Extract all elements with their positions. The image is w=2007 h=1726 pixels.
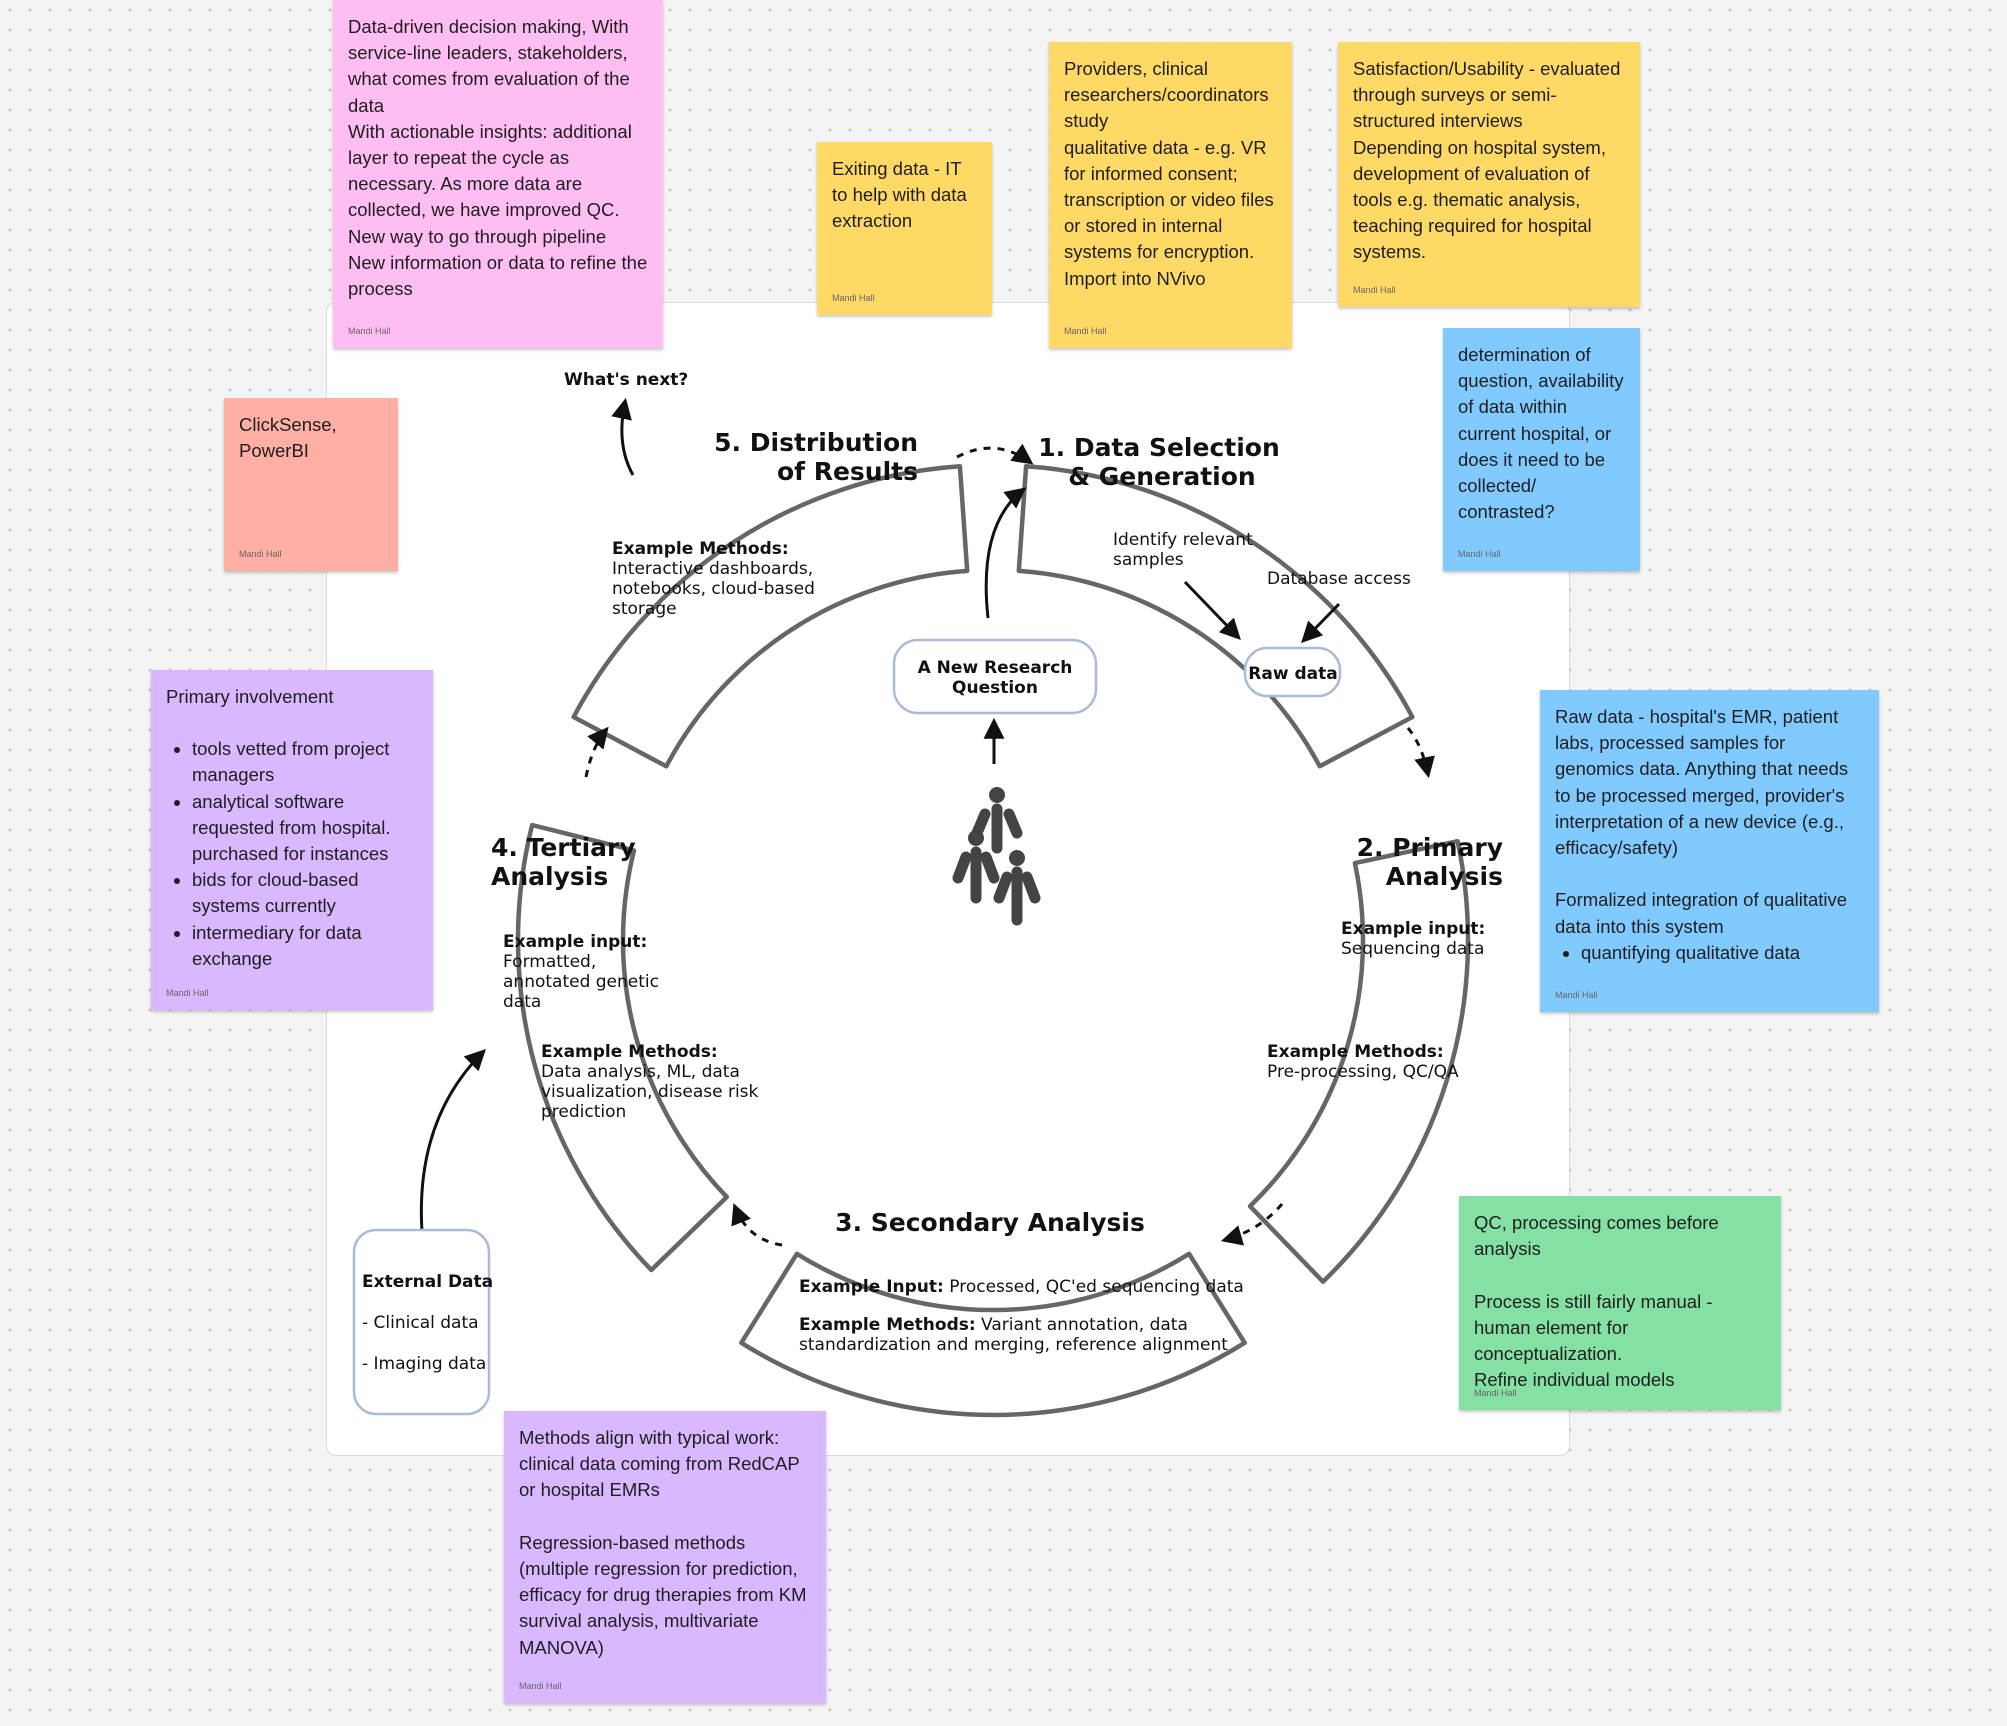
dashed-arrow-3-to-4 (731, 1203, 783, 1247)
s1-title: & Generation (1068, 462, 1255, 491)
sticky-note-exiting-data[interactable]: Exiting data - IT to help with data extr… (817, 142, 992, 315)
sticky-author: Mandi Hall (239, 549, 282, 559)
external-data-title: External Data (362, 1272, 493, 1292)
dashed-arrow-1-to-2 (1406, 727, 1435, 779)
sticky-author: Mandi Hall (348, 326, 391, 336)
s4-title: Analysis (491, 862, 608, 891)
s2-input-value: Sequencing data (1341, 939, 1484, 959)
whats-next-label: What's next? (564, 370, 688, 390)
sticky-note-determination[interactable]: determination of question, availability … (1443, 328, 1640, 571)
sticky-text: Methods align with typical work: clinica… (519, 1427, 807, 1658)
sticky-text: QC, processing comes before analysis Pro… (1474, 1212, 1719, 1391)
s1-database-access-label: Database access (1267, 569, 1411, 589)
arrow-question-to-s1 (984, 487, 1027, 619)
sticky-note-satisfaction[interactable]: Satisfaction/Usability - evaluated throu… (1338, 42, 1640, 307)
segment-s2 (1247, 838, 1471, 1284)
sticky-author: Mandi Hall (1474, 1388, 1517, 1398)
bullet-item: quantifying qualitative data (1581, 940, 1864, 966)
sticky-note-providers[interactable]: Providers, clinical researchers/coordina… (1049, 42, 1292, 348)
s4-title: 4. Tertiary (491, 833, 636, 862)
s4-methods-value: visualization, disease risk (541, 1082, 759, 1102)
research-question-label: Question (952, 678, 1038, 698)
s2-methods-value: Pre-processing, QC/QA (1267, 1062, 1459, 1082)
s1-raw-data-label: Raw data (1248, 664, 1337, 684)
bullet-item: tools vetted from project managers (192, 736, 418, 788)
s4-methods-value: Data analysis, ML, data (541, 1062, 740, 1082)
s3-title: 3. Secondary Analysis (835, 1208, 1145, 1237)
research-question-label: A New Research (918, 658, 1073, 678)
sticky-text: Primary involvement (166, 686, 334, 707)
s1-title: 1. Data Selection (1038, 433, 1280, 462)
sticky-author: Mandi Hall (1458, 549, 1501, 559)
s1-identify-label: samples (1113, 550, 1184, 570)
s4-input-label: Example input: (503, 932, 647, 952)
sticky-author: Mandi Hall (1353, 285, 1396, 295)
s3-input: Example Input: Processed, QC'ed sequenci… (799, 1277, 1244, 1297)
s4-input-value: data (503, 992, 541, 1012)
raw-data-box (1243, 646, 1342, 698)
s2-methods-label: Example Methods: (1267, 1042, 1444, 1062)
arrow-db-to-raw (1301, 602, 1341, 644)
external-data-box (352, 1228, 491, 1416)
sticky-note-primary-involvement[interactable]: Primary involvement tools vetted from pr… (151, 670, 433, 1010)
sticky-author: Mandi Hall (166, 988, 209, 998)
dashed-arrow-5-to-1 (956, 443, 1034, 465)
sticky-text: Exiting data - IT to help with data extr… (832, 158, 967, 232)
s2-title: 2. Primary (1357, 833, 1503, 862)
s5-methods-value: storage (612, 599, 677, 619)
s2-input-label: Example input: (1341, 919, 1485, 939)
s5-methods-value: notebooks, cloud-based (612, 579, 815, 599)
sticky-note-clicksense[interactable]: ClickSense, PowerBI Mandi Hall (224, 398, 398, 571)
sticky-note-methods-align[interactable]: Methods align with typical work: clinica… (504, 1411, 826, 1703)
s4-methods-value: prediction (541, 1102, 626, 1122)
sticky-text: Data-driven decision making, With servic… (348, 16, 648, 300)
sticky-text: Raw data - hospital's EMR, patient labs,… (1555, 706, 1849, 937)
s3-methods: Example Methods: Variant annotation, dat… (799, 1315, 1188, 1335)
segment-s5 (571, 463, 970, 769)
bullet-item: intermediary for data exchange (192, 920, 418, 972)
sticky-author: Mandi Hall (832, 293, 875, 303)
sticky-author: Mandi Hall (1064, 326, 1107, 336)
s5-title: 5. Distribution (714, 428, 918, 457)
s3-methods-value: standardization and merging, reference a… (799, 1335, 1228, 1355)
s2-title: Analysis (1386, 862, 1503, 891)
segment-s4 (515, 822, 730, 1273)
sticky-author: Mandi Hall (1555, 990, 1598, 1000)
people-icon (952, 787, 1041, 926)
sticky-note-decision-making[interactable]: Data-driven decision making, With servic… (333, 0, 663, 348)
arrow-identify-to-raw (1183, 580, 1241, 641)
sticky-text: determination of question, availability … (1458, 344, 1624, 523)
arrow-external-to-s4 (419, 1049, 486, 1233)
s4-methods-label: Example Methods: (541, 1042, 718, 1062)
sticky-note-qc-processing[interactable]: QC, processing comes before analysis Pro… (1459, 1196, 1781, 1410)
sticky-text: Satisfaction/Usability - evaluated throu… (1353, 58, 1621, 263)
research-question-box (892, 638, 1098, 715)
external-data-item: - Imaging data (362, 1354, 486, 1374)
sticky-author: Mandi Hall (519, 1681, 562, 1691)
dashed-arrow-2-to-3 (1220, 1203, 1284, 1246)
sticky-text: ClickSense, PowerBI (239, 414, 337, 462)
arrow-whats-next (611, 397, 635, 476)
segment-s3 (739, 1251, 1247, 1418)
sticky-text: Providers, clinical researchers/coordina… (1064, 58, 1274, 289)
bullet-item: bids for cloud-based systems currently (192, 867, 418, 919)
s5-title: of Results (777, 457, 918, 486)
s1-identify-label: Identify relevant (1113, 530, 1253, 550)
s5-methods-value: Interactive dashboards, (612, 559, 813, 579)
external-data-item: - Clinical data (362, 1313, 479, 1333)
segment-s1 (1016, 463, 1415, 769)
sticky-note-raw-data[interactable]: Raw data - hospital's EMR, patient labs,… (1540, 690, 1879, 1012)
s5-methods-label: Example Methods: (612, 539, 789, 559)
bullet-item: analytical software requested from hospi… (192, 789, 418, 868)
dashed-arrow-4-to-5 (584, 726, 609, 778)
s4-input-value: Formatted, (503, 952, 596, 972)
s4-input-value: annotated genetic (503, 972, 659, 992)
